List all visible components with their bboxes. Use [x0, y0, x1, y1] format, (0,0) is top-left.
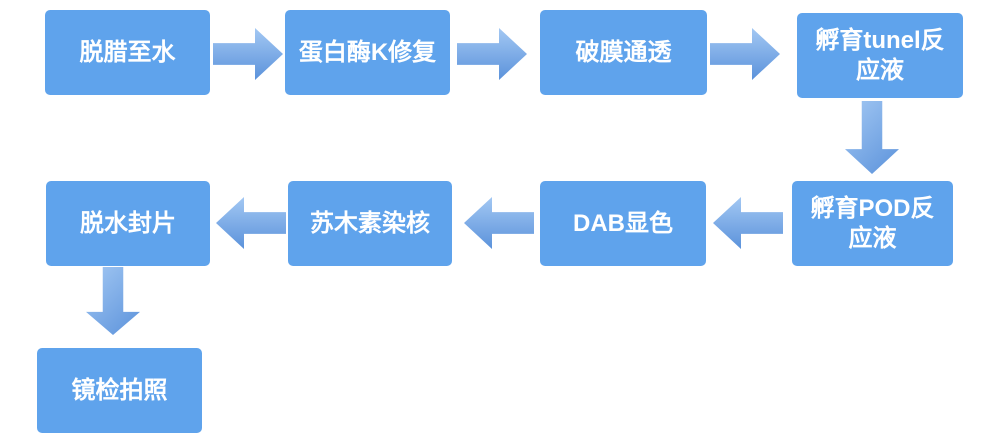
node-label: 蛋白酶K修复 [298, 38, 437, 66]
node-dewax-to-water: 脱腊至水 [45, 10, 210, 95]
node-tunel-reaction-incubation: 孵育tunel反应液 [797, 13, 963, 98]
arrow-left-icon [713, 197, 783, 249]
arrow-left-icon [216, 197, 286, 249]
node-pod-reaction-incubation: 孵育POD反应液 [792, 181, 953, 266]
node-label: 镜检拍照 [71, 376, 168, 404]
node-label: DAB显色 [573, 209, 673, 237]
node-microscopy-photography: 镜检拍照 [37, 348, 202, 433]
node-membrane-permeabilization: 破膜通透 [540, 10, 707, 95]
arrow-left-icon [464, 197, 534, 249]
node-label: 脱水封片 [80, 209, 176, 237]
node-label: 孵育POD反应液 [810, 194, 935, 252]
node-hematoxylin-nuclear-stain: 苏木素染核 [288, 181, 452, 266]
node-label: 孵育tunel反应液 [815, 26, 945, 84]
node-proteinase-k-repair: 蛋白酶K修复 [285, 10, 450, 95]
arrow-right-icon [710, 28, 780, 80]
node-label: 脱腊至水 [79, 38, 176, 66]
arrow-down-icon [845, 101, 899, 174]
arrow-right-icon [457, 28, 527, 80]
node-dab-color-development: DAB显色 [540, 181, 706, 266]
node-dehydrate-coverslip: 脱水封片 [46, 181, 210, 266]
node-label: 破膜通透 [575, 38, 672, 66]
arrow-down-icon [86, 267, 140, 335]
node-label: 苏木素染核 [310, 209, 430, 237]
arrow-right-icon [213, 28, 283, 80]
